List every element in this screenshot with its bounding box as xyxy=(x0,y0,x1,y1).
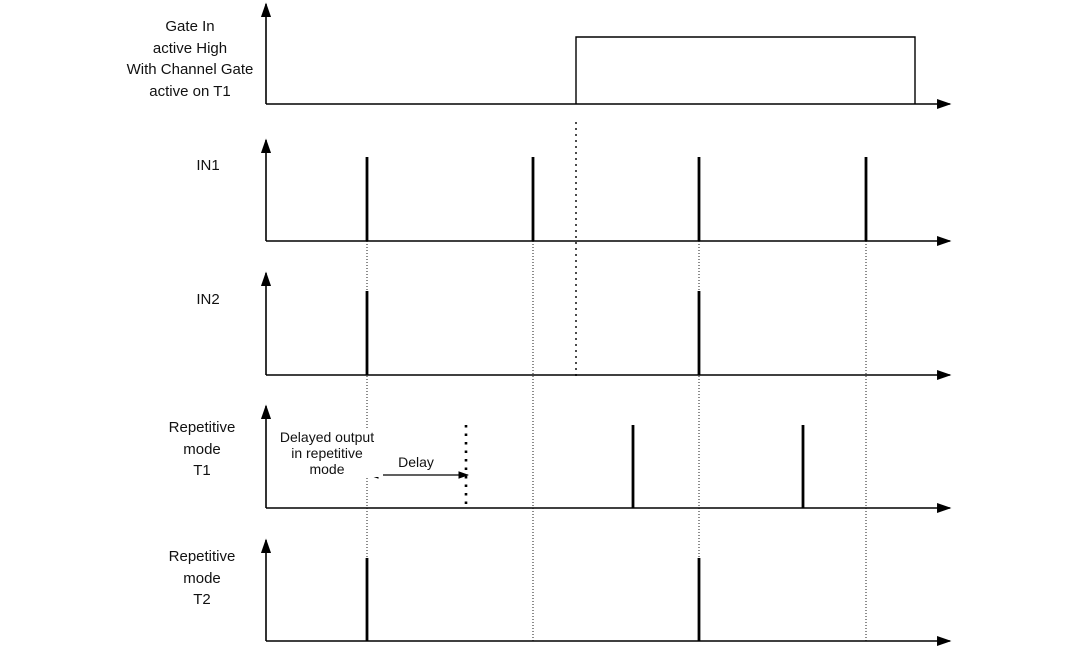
delay-annotation: Delay xyxy=(398,454,434,470)
in2-label: IN2 xyxy=(196,291,220,308)
rep-t2-label: Repetitive mode T2 xyxy=(168,548,236,608)
in1-label: IN1 xyxy=(196,157,220,174)
gate-label: Gate In active High With Channel Gate ac… xyxy=(126,18,254,100)
delayed-output-annotation: Delayed output in repetitive mode xyxy=(271,429,383,477)
rep-t1-label: Repetitive mode T1 xyxy=(168,419,236,479)
gate-pulse xyxy=(575,36,916,104)
